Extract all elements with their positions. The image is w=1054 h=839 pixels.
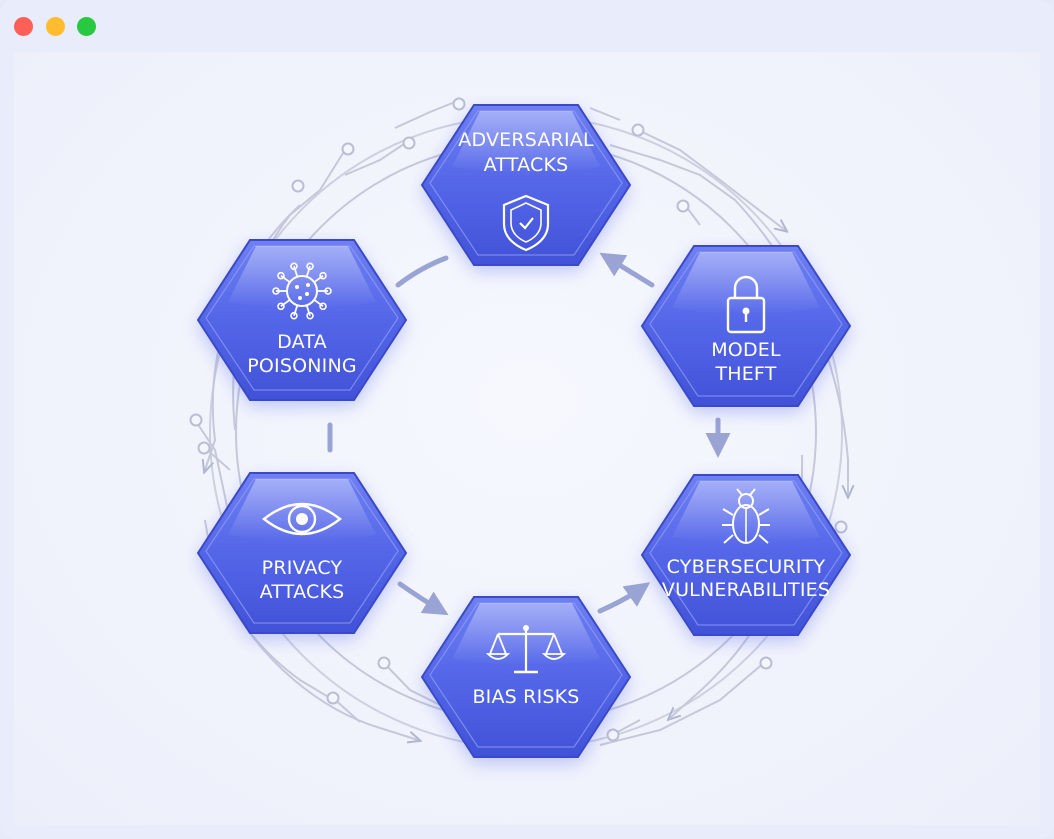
circuit-nodes [189,97,848,742]
flow-arrow-cyber-to-bias [597,582,651,614]
node-label: ATTACKS [484,154,569,176]
node-hexagon-inner-rim [649,480,843,626]
close-window-button[interactable] [14,17,33,36]
node-label: ADVERSARIAL [458,129,594,151]
node-hexagon-inner-rim [429,110,623,256]
node-gloss [672,252,820,314]
node-bias-risks: BIAS RISKS [420,596,632,763]
flow-connector-poisoning-adversarial [395,255,449,288]
bug-icon [722,488,770,544]
node-hexagon-inner-rim [205,478,399,624]
node-label: POISONING [247,355,357,377]
scales-icon [485,625,567,674]
node-label: PRIVACY [262,557,343,579]
node-label: VULNERABILITIES [662,579,830,601]
shield-check-icon [502,194,550,252]
node-adversarial-attacks: ADVERSARIAL ATTACKS [420,104,632,271]
minimize-window-button[interactable] [46,17,65,36]
flow-arrow-privacy-to-bias [397,581,449,616]
flow-arrow-theft-to-adversarial [599,252,655,288]
node-hexagon-inner-rim [205,245,399,391]
node-label: MODEL [711,339,781,361]
node-hexagon-inner-rim [649,251,843,397]
node-label: BIAS RISKS [472,686,579,708]
maximize-window-button[interactable] [77,17,96,36]
node-hexagon-inner-rim [429,602,623,748]
node-label: THEFT [714,363,776,385]
node-gloss [452,111,600,173]
node-label: ATTACKS [260,581,345,603]
title-bar [0,0,1054,52]
padlock-icon [726,275,766,334]
eye-icon [262,502,342,536]
flow-arrows [327,252,731,616]
node-label: CYBERSECURITY [667,556,826,578]
node-gloss [228,479,376,541]
virus-icon [272,262,332,320]
node-label: DATA [277,331,327,353]
